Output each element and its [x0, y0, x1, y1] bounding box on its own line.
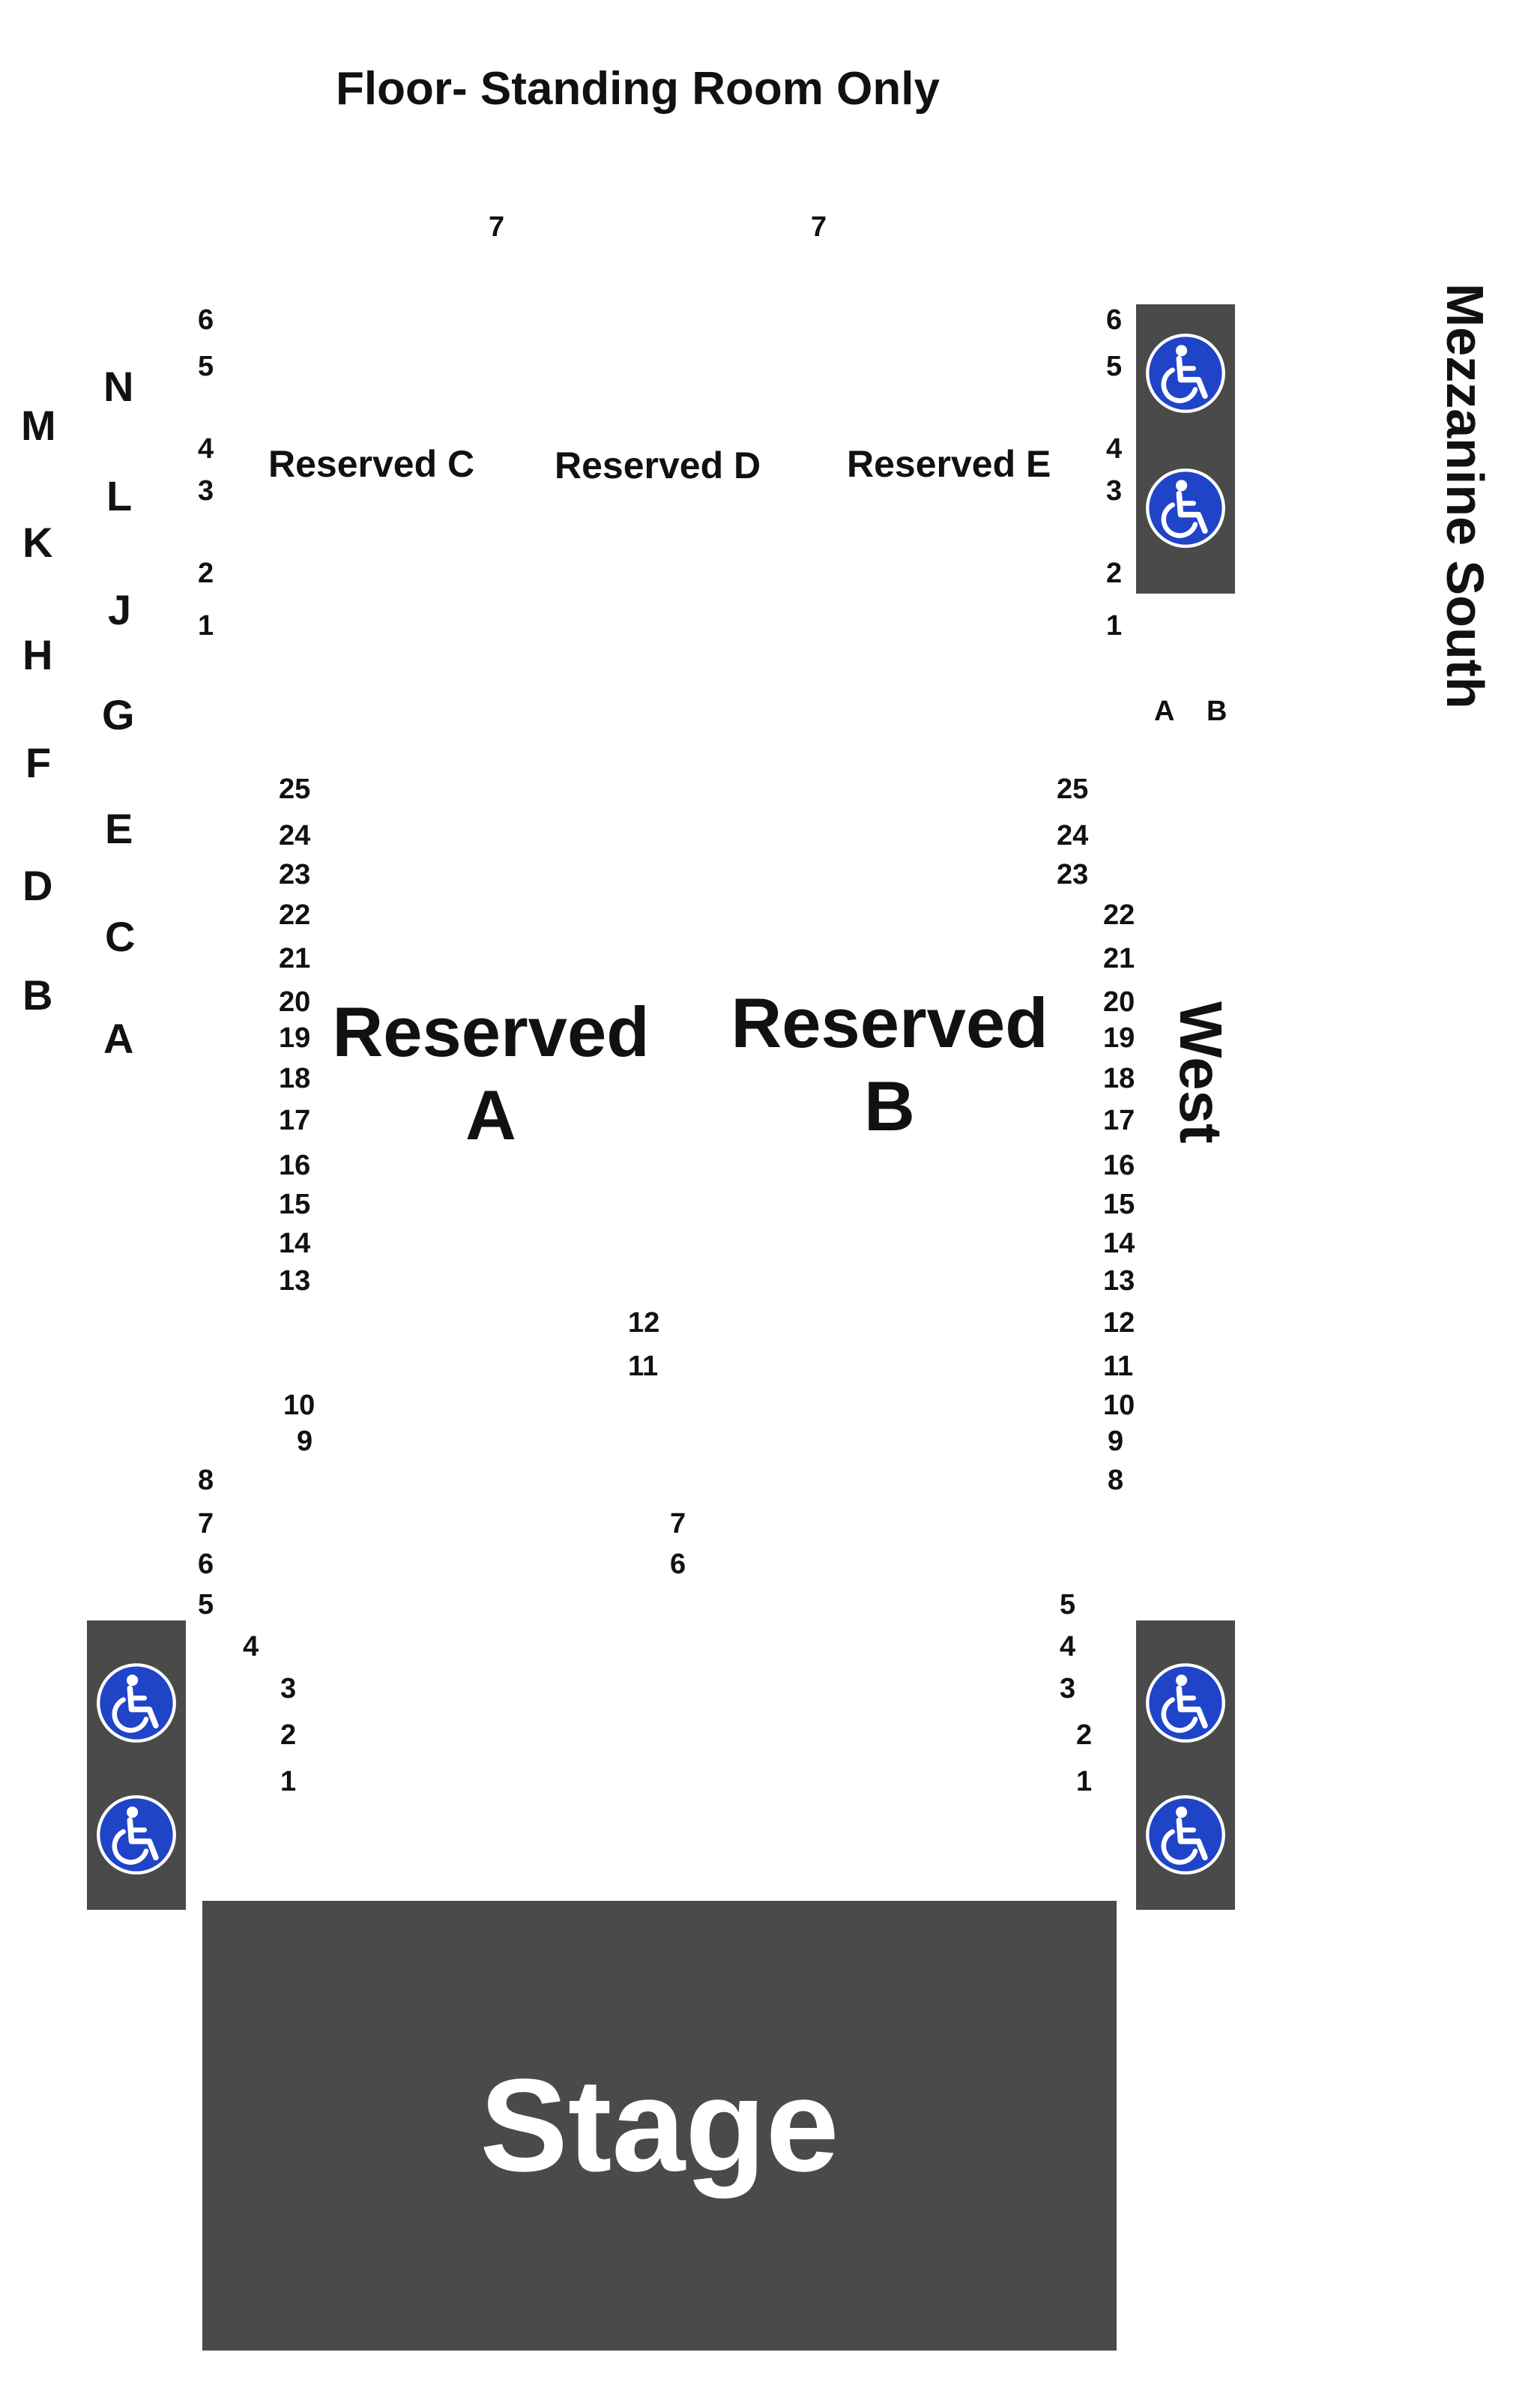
seat-number: 18	[1103, 1063, 1135, 1094]
seat-number: 21	[1103, 943, 1135, 974]
map-title: Floor- Standing Room Only	[336, 63, 940, 115]
seat-number: 18	[279, 1063, 311, 1094]
wheelchair-icon	[1146, 468, 1225, 548]
seat-number: 16	[279, 1150, 311, 1181]
seat-number: 14	[279, 1228, 311, 1259]
row-label-right-b: B	[1207, 696, 1228, 727]
seat-number: 7	[489, 211, 505, 243]
seat-number: 15	[1103, 1189, 1135, 1220]
seat-number: 17	[1103, 1105, 1135, 1136]
row-label-b: B	[22, 971, 53, 1019]
seat-number: 4	[1060, 1631, 1076, 1662]
seat-number: 1	[1106, 610, 1123, 642]
wheelchair-icon	[97, 1663, 176, 1743]
seat-number: 22	[1103, 899, 1135, 931]
seat-number: 1	[198, 610, 214, 642]
west-label: West	[1168, 1001, 1234, 1144]
seat-number: 13	[279, 1265, 311, 1297]
seat-number: 19	[1103, 1022, 1135, 1054]
seat-number: 7	[811, 211, 827, 243]
seat-number: 4	[1106, 433, 1123, 465]
seat-number: 3	[1060, 1673, 1076, 1704]
stage-label: Stage	[480, 2052, 839, 2199]
stage: Stage	[202, 1901, 1117, 2351]
seat-number: 14	[1103, 1228, 1135, 1259]
wheelchair-icon	[97, 1795, 176, 1875]
seat-number: 11	[1103, 1351, 1134, 1382]
section-reserved-c[interactable]: Reserved C	[268, 443, 475, 485]
seat-number: 4	[243, 1631, 259, 1662]
seat-number: 6	[198, 1549, 214, 1580]
seat-number: 7	[198, 1508, 214, 1540]
seat-number: 16	[1103, 1150, 1135, 1181]
row-label-h: H	[22, 631, 53, 678]
seat-number: 17	[279, 1105, 311, 1136]
seat-number: 25	[279, 774, 311, 805]
seat-number: 23	[279, 859, 311, 890]
seat-number: 20	[279, 986, 311, 1018]
seat-number: 5	[198, 351, 214, 382]
seat-number: 15	[279, 1189, 311, 1220]
row-label-l: L	[106, 472, 133, 519]
seat-number: 2	[280, 1719, 297, 1751]
seat-number: 20	[1103, 986, 1135, 1018]
section-reserved-d[interactable]: Reserved D	[555, 444, 761, 486]
row-label-m: M	[21, 402, 56, 449]
section-reserved-e[interactable]: Reserved E	[847, 443, 1051, 485]
wheelchair-icon	[1146, 334, 1225, 413]
seat-number: 6	[1106, 304, 1123, 336]
seat-number: 8	[198, 1465, 214, 1496]
seat-number: 9	[1108, 1426, 1124, 1457]
seat-number: 24	[1057, 820, 1089, 851]
row-label-k: K	[22, 519, 53, 566]
seat-number: 3	[198, 475, 214, 507]
seat-number: 21	[279, 943, 311, 974]
wheelchair-icon	[1146, 1795, 1225, 1875]
row-label-g: G	[102, 691, 135, 738]
seat-number: 6	[670, 1549, 686, 1580]
wheelchair-icon	[1146, 1663, 1225, 1743]
seat-number: 23	[1057, 859, 1089, 890]
mezzanine-south-label: Mezzanine South	[1436, 283, 1494, 709]
row-label-f: F	[25, 739, 52, 786]
seat-number: 2	[1106, 558, 1123, 589]
row-label-n: N	[103, 363, 134, 410]
seat-number: 9	[297, 1426, 313, 1457]
seat-number: 24	[279, 820, 311, 851]
row-label-c: C	[105, 913, 136, 960]
seat-number: 4	[198, 433, 214, 465]
seat-number: 19	[279, 1022, 311, 1054]
seat-number: 10	[283, 1390, 315, 1421]
seat-number: 22	[279, 899, 311, 931]
seat-number: 1	[1076, 1766, 1093, 1797]
seat-number: 7	[670, 1508, 686, 1540]
seat-number: 10	[1103, 1390, 1135, 1421]
seat-number: 12	[1103, 1307, 1135, 1339]
seat-number: 2	[198, 558, 214, 589]
seat-number: 25	[1057, 774, 1089, 805]
seat-number: 8	[1108, 1465, 1124, 1496]
seat-number: 5	[1106, 351, 1123, 382]
seat-number: 5	[1060, 1589, 1076, 1620]
seat-number: 12	[628, 1307, 660, 1339]
seat-number: 3	[280, 1673, 297, 1704]
seat-number: 2	[1076, 1719, 1093, 1751]
seat-number: 13	[1103, 1265, 1135, 1297]
row-label-right-a: A	[1154, 696, 1175, 727]
row-label-e: E	[105, 805, 133, 852]
seat-number: 6	[198, 304, 214, 336]
row-label-j: J	[108, 586, 132, 633]
seat-number: 1	[280, 1766, 297, 1797]
seat-number: 3	[1106, 475, 1123, 507]
seat-number: 11	[628, 1351, 659, 1382]
row-label-a: A	[103, 1015, 134, 1062]
row-label-d: D	[22, 862, 53, 909]
seat-number: 5	[198, 1589, 214, 1620]
